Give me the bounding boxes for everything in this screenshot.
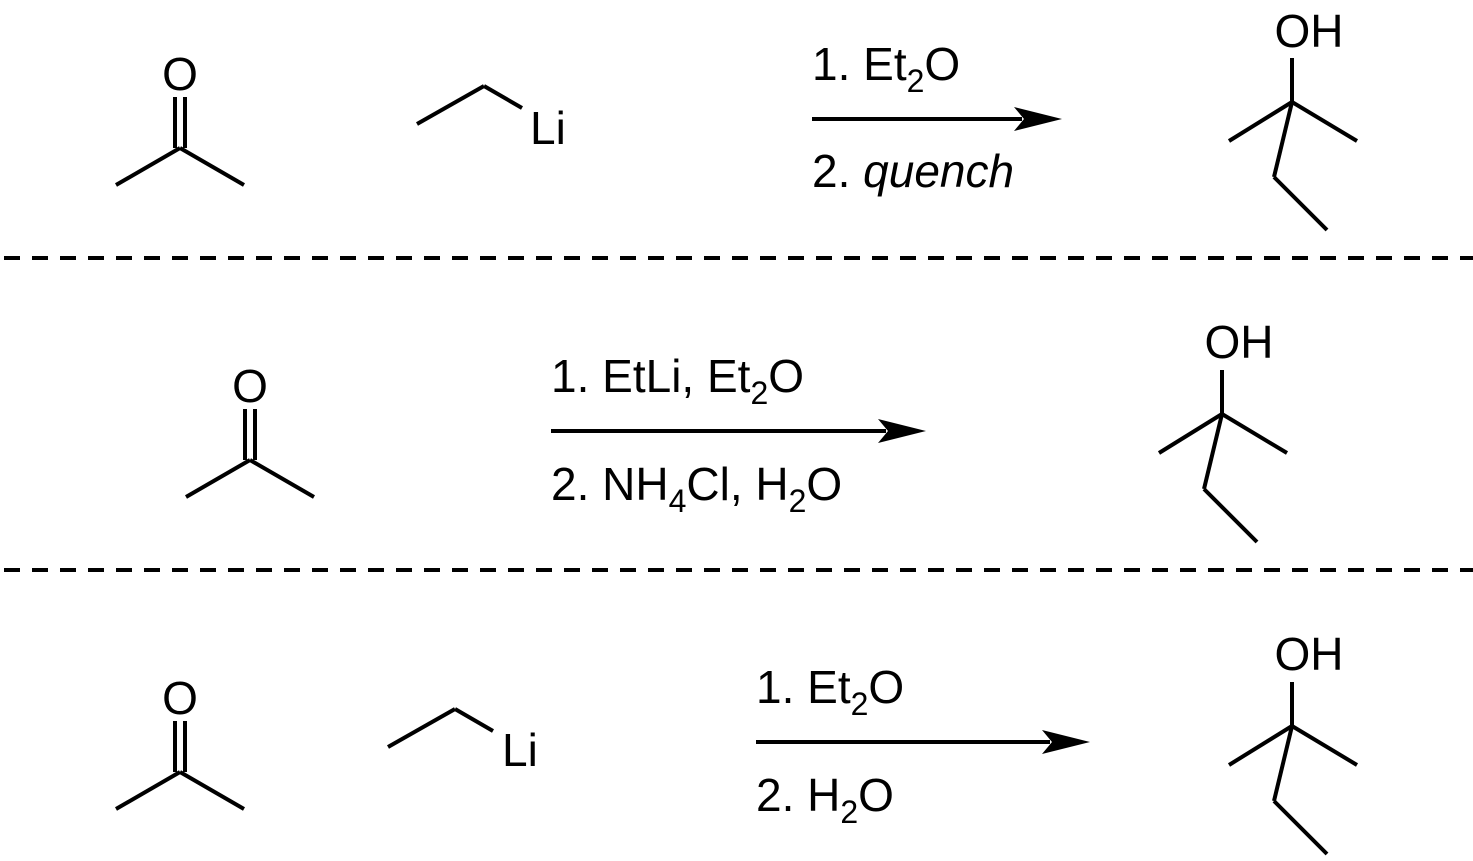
oxygen-atom-label: O bbox=[232, 360, 268, 412]
bond bbox=[178, 770, 246, 811]
hydroxyl-label: OH bbox=[1275, 5, 1344, 57]
bond bbox=[178, 146, 246, 187]
bond bbox=[114, 146, 182, 187]
condition-text: O bbox=[868, 661, 904, 713]
reaction-row-1: O Li 1. Et2O 2. quench OH bbox=[114, 5, 1359, 232]
condition-step-2: 2. quench bbox=[812, 145, 1014, 197]
acetone-molecule: O bbox=[184, 360, 316, 499]
tertiary-alcohol-product: OH bbox=[1157, 316, 1289, 544]
condition-text: 1. Et bbox=[756, 661, 851, 713]
bond bbox=[1157, 412, 1224, 455]
reaction-conditions: 1. EtLi, Et2O 2. NH4Cl, H2O bbox=[551, 350, 926, 519]
acetone-molecule: O bbox=[114, 672, 246, 811]
arrow-head-icon bbox=[1042, 730, 1090, 754]
tertiary-alcohol-product: OH bbox=[1227, 628, 1359, 856]
subscript: 2 bbox=[789, 483, 807, 519]
condition-text: 1. EtLi, Et bbox=[551, 350, 751, 402]
subscript: 2 bbox=[840, 794, 858, 830]
reaction-row-2: O 1. EtLi, Et2O 2. NH4Cl, H2O OH bbox=[184, 316, 1289, 544]
reaction-conditions: 1. Et2O 2. quench bbox=[812, 38, 1062, 197]
condition-text: O bbox=[768, 350, 804, 402]
bond bbox=[1227, 724, 1294, 767]
condition-text: O bbox=[924, 38, 960, 90]
condition-text: 2. bbox=[812, 145, 863, 197]
bond bbox=[114, 770, 182, 811]
condition-italic-text: quench bbox=[863, 145, 1014, 197]
condition-text: 2. NH bbox=[551, 458, 669, 510]
bond bbox=[1227, 100, 1294, 143]
hydroxyl-label: OH bbox=[1275, 628, 1344, 680]
ethyllithium-molecule: Li bbox=[387, 707, 538, 776]
subscript: 2 bbox=[907, 63, 925, 99]
bond bbox=[1272, 799, 1329, 856]
condition-step-1: 1. EtLi, Et2O bbox=[551, 350, 804, 411]
reaction-row-3: O Li 1. Et2O 2. H2O OH bbox=[114, 628, 1359, 856]
bond bbox=[1272, 101, 1294, 178]
condition-text: O bbox=[858, 769, 894, 821]
bond bbox=[1202, 487, 1259, 544]
bond bbox=[453, 707, 495, 733]
subscript: 4 bbox=[669, 483, 687, 519]
bond bbox=[387, 707, 456, 749]
hydroxyl-label: OH bbox=[1205, 316, 1274, 368]
condition-text: 1. Et bbox=[812, 38, 907, 90]
condition-text: 2. H bbox=[756, 769, 840, 821]
oxygen-atom-label: O bbox=[162, 672, 198, 724]
bond bbox=[1290, 100, 1359, 143]
acetone-molecule: O bbox=[114, 48, 246, 187]
reaction-conditions: 1. Et2O 2. H2O bbox=[756, 661, 1090, 830]
subscript: 2 bbox=[851, 686, 869, 722]
condition-step-1: 1. Et2O bbox=[756, 661, 904, 722]
arrow-head-icon bbox=[878, 419, 926, 443]
lithium-atom-label: Li bbox=[502, 724, 538, 776]
oxygen-atom-label: O bbox=[162, 48, 198, 100]
ethyllithium-molecule: Li bbox=[416, 84, 566, 154]
condition-step-1: 1. Et2O bbox=[812, 38, 960, 99]
bond bbox=[1220, 412, 1289, 455]
bond bbox=[416, 84, 485, 126]
bond bbox=[1272, 175, 1329, 232]
tertiary-alcohol-product: OH bbox=[1227, 5, 1359, 232]
condition-text: O bbox=[806, 458, 842, 510]
bond bbox=[184, 458, 252, 499]
bond bbox=[248, 458, 316, 499]
subscript: 2 bbox=[750, 375, 768, 411]
bond bbox=[1202, 413, 1224, 490]
condition-text: Cl, H bbox=[686, 458, 788, 510]
condition-step-2: 2. NH4Cl, H2O bbox=[551, 458, 842, 519]
bond bbox=[1272, 725, 1294, 802]
bond bbox=[1290, 724, 1359, 767]
lithium-atom-label: Li bbox=[530, 102, 566, 154]
arrow-head-icon bbox=[1014, 107, 1062, 131]
bond bbox=[482, 84, 524, 110]
condition-step-2: 2. H2O bbox=[756, 769, 894, 830]
